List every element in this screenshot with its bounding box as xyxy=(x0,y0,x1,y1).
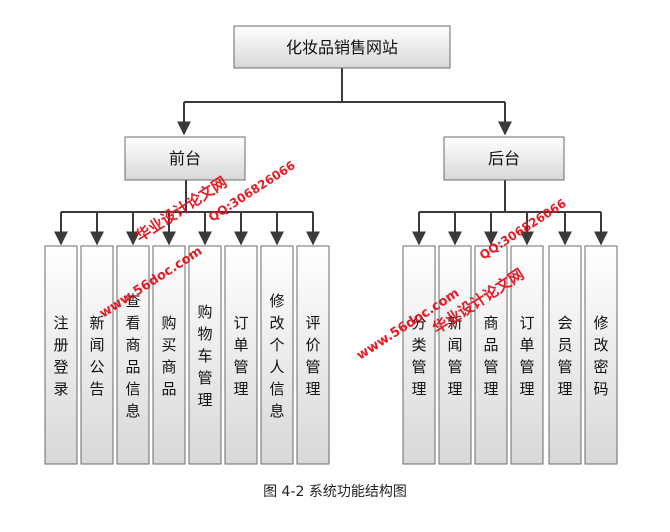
module-box: 新闻管理 xyxy=(438,245,472,465)
module-label: 评价管理 xyxy=(305,314,320,398)
module-label: 新闻管理 xyxy=(447,314,462,398)
module-box: 商品管理 xyxy=(474,245,508,465)
module-box: 查看商品信息 xyxy=(116,245,150,465)
front-node: 前台 xyxy=(124,136,246,181)
module-label: 购买商品 xyxy=(161,314,176,398)
module-box: 注册登录 xyxy=(44,245,78,465)
module-label: 查看商品信息 xyxy=(125,292,140,420)
module-label: 订单管理 xyxy=(519,314,534,398)
back-modules: 分类管理 新闻管理 商品管理 订单管理 会员管理 修改密码 xyxy=(402,245,618,465)
root-node: 化妆品销售网站 xyxy=(233,25,451,69)
module-label: 订单管理 xyxy=(233,314,248,398)
module-label: 分类管理 xyxy=(411,314,426,398)
module-box: 订单管理 xyxy=(510,245,544,465)
root-label: 化妆品销售网站 xyxy=(286,38,398,57)
module-box: 分类管理 xyxy=(402,245,436,465)
module-label: 会员管理 xyxy=(557,314,572,398)
connectors xyxy=(54,68,608,246)
module-label: 修改个人信息 xyxy=(269,292,284,420)
module-label: 商品管理 xyxy=(483,314,498,398)
module-box: 修改密码 xyxy=(584,245,618,465)
figure-caption: 图 4-2 系统功能结构图 xyxy=(263,484,407,500)
back-label: 后台 xyxy=(488,149,520,168)
module-label: 购物车管理 xyxy=(197,303,212,409)
module-label: 注册登录 xyxy=(53,314,68,398)
module-box: 会员管理 xyxy=(548,245,582,465)
module-box: 购买商品 xyxy=(152,245,186,465)
module-box: 新闻公告 xyxy=(80,245,114,465)
module-label: 新闻公告 xyxy=(89,314,104,398)
module-box: 订单管理 xyxy=(224,245,258,465)
front-modules: 注册登录 新闻公告 查看商品信息 购买商品 购物车管理 订单管理 修改个人信息 评价管理 xyxy=(44,245,330,465)
module-box: 修改个人信息 xyxy=(260,245,294,465)
module-box: 评价管理 xyxy=(296,245,330,465)
module-box: 购物车管理 xyxy=(188,245,222,465)
module-label: 修改密码 xyxy=(593,314,608,398)
front-label: 前台 xyxy=(169,149,201,168)
back-node: 后台 xyxy=(443,136,565,181)
